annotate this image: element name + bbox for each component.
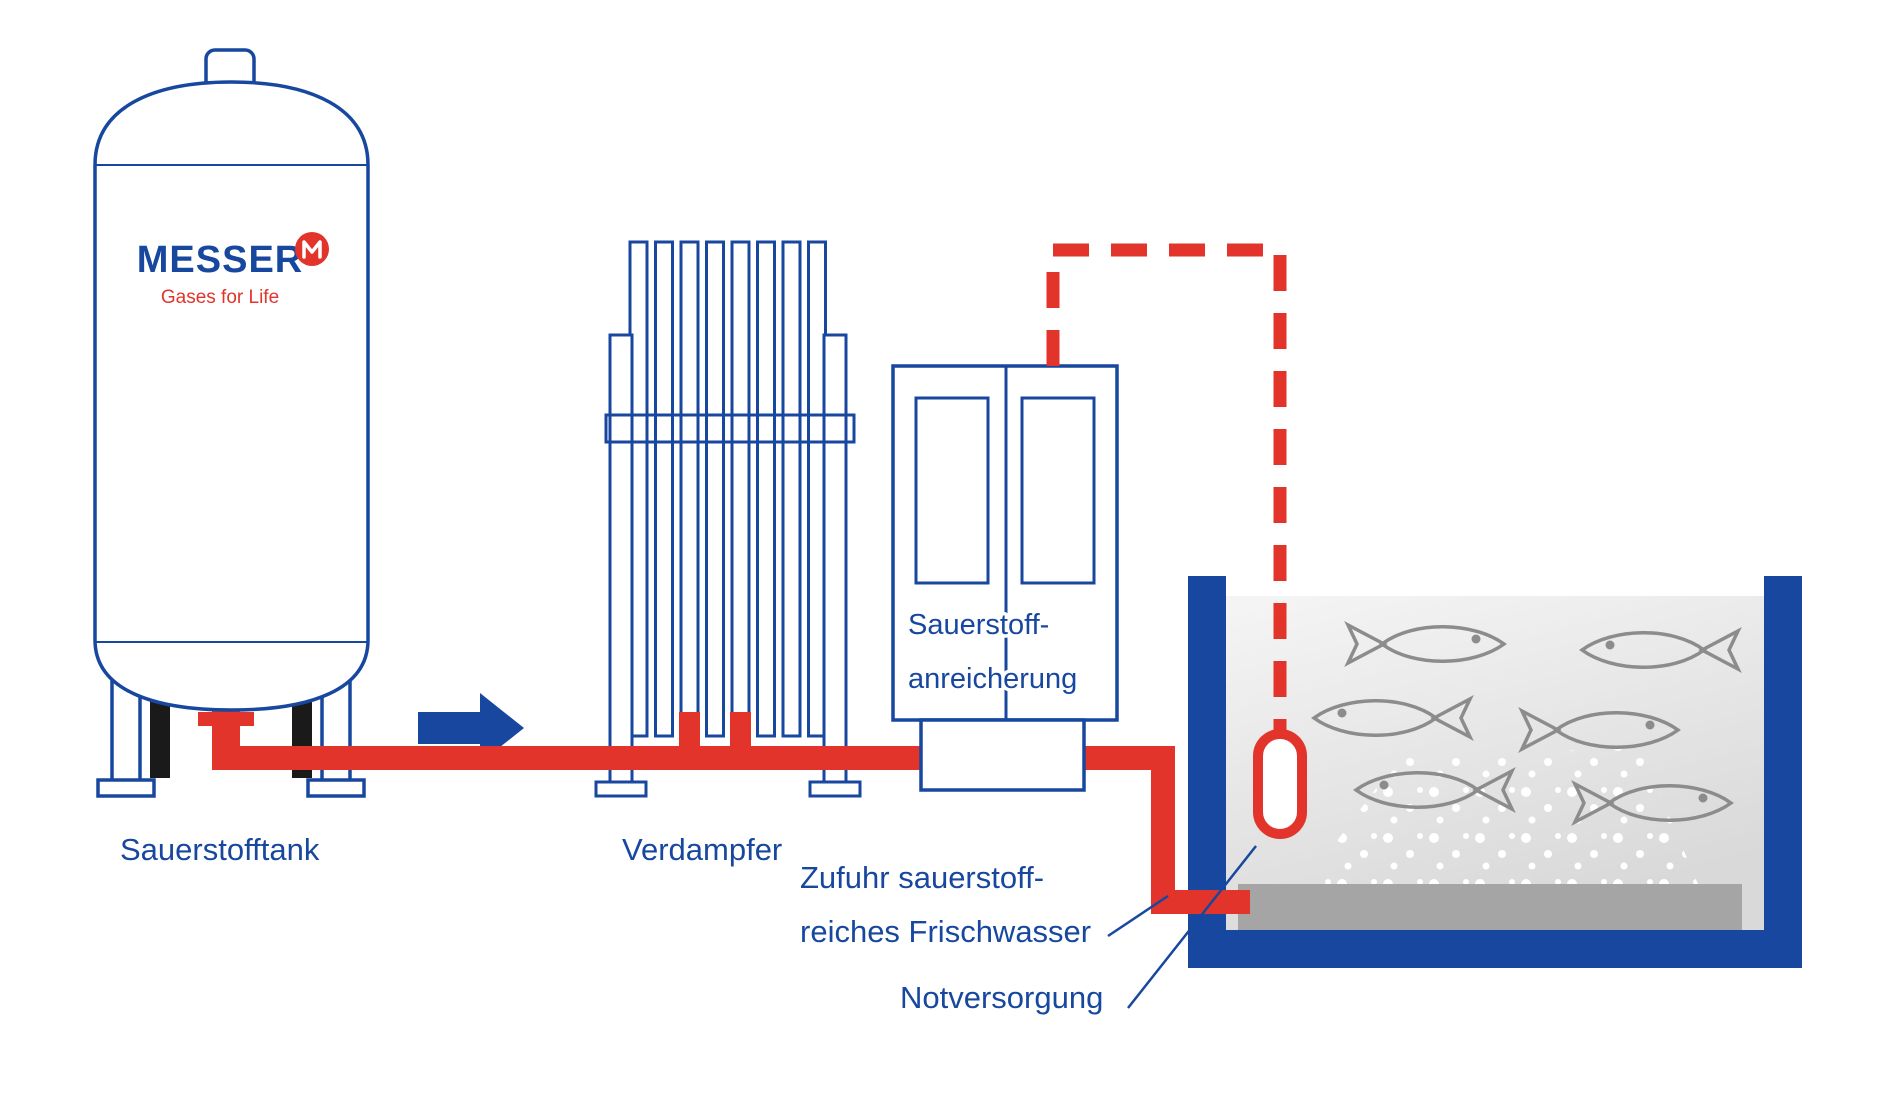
emergency-diffuser-device bbox=[1253, 729, 1307, 839]
oxygen-tank: MESSER Gases for Life bbox=[93, 48, 370, 798]
bubbles bbox=[1305, 748, 1698, 884]
brand-tagline: Gases for Life bbox=[161, 287, 279, 308]
enrichment-label-line2: anreicherung bbox=[908, 663, 1077, 695]
vaporizer bbox=[594, 240, 862, 798]
vaporizer-riser-pipe bbox=[679, 712, 700, 762]
emergency-pointer-line bbox=[1127, 845, 1257, 1009]
freshwater-supply-label-line2: reiches Frischwasser bbox=[800, 914, 1091, 949]
emergency-supply-line bbox=[1046, 243, 1287, 736]
emergency-label: Notversorgung bbox=[900, 980, 1103, 1015]
tank-label: Sauerstofftank bbox=[120, 832, 320, 867]
basin-right-wall bbox=[1764, 576, 1802, 968]
enrichment-label-line1: Sauerstoff- bbox=[908, 609, 1049, 641]
tank-outlet-flange bbox=[198, 712, 254, 726]
cabinet-door-panel bbox=[914, 396, 990, 585]
vaporizer-foot bbox=[594, 780, 648, 798]
freshwater-pointer-line bbox=[1107, 894, 1169, 938]
vaporizer-rail bbox=[604, 413, 856, 444]
vaporizer-fins bbox=[628, 240, 827, 738]
vaporizer-post bbox=[608, 333, 634, 787]
tank-foot bbox=[306, 778, 366, 798]
vaporizer-post bbox=[822, 333, 848, 787]
vaporizer-label: Verdampfer bbox=[622, 832, 782, 867]
fish-basin bbox=[1188, 576, 1802, 968]
enrichment-base bbox=[919, 718, 1086, 792]
messer-logo-icon bbox=[295, 232, 329, 266]
supply-pipe bbox=[212, 746, 1250, 914]
vaporizer-riser-pipe bbox=[730, 712, 751, 762]
messer-logo: MESSER Gases for Life bbox=[137, 232, 329, 308]
labels: Sauerstofftank Verdampfer Zufuhr sauerst… bbox=[120, 832, 1257, 1015]
cabinet-door-panel bbox=[1020, 396, 1096, 585]
diffuser-bar bbox=[1238, 884, 1742, 932]
enrichment-unit: Sauerstoff- anreicherung bbox=[891, 364, 1119, 722]
vaporizer-foot bbox=[808, 780, 862, 798]
tank-foot bbox=[96, 778, 156, 798]
brand-text: MESSER bbox=[137, 239, 303, 281]
flow-arrow-icon bbox=[418, 693, 524, 763]
freshwater-supply-label-line1: Zufuhr sauerstoff- bbox=[800, 860, 1044, 895]
basin-walls bbox=[1188, 576, 1802, 968]
basin-bottom bbox=[1188, 930, 1802, 968]
tank-body bbox=[93, 80, 370, 712]
